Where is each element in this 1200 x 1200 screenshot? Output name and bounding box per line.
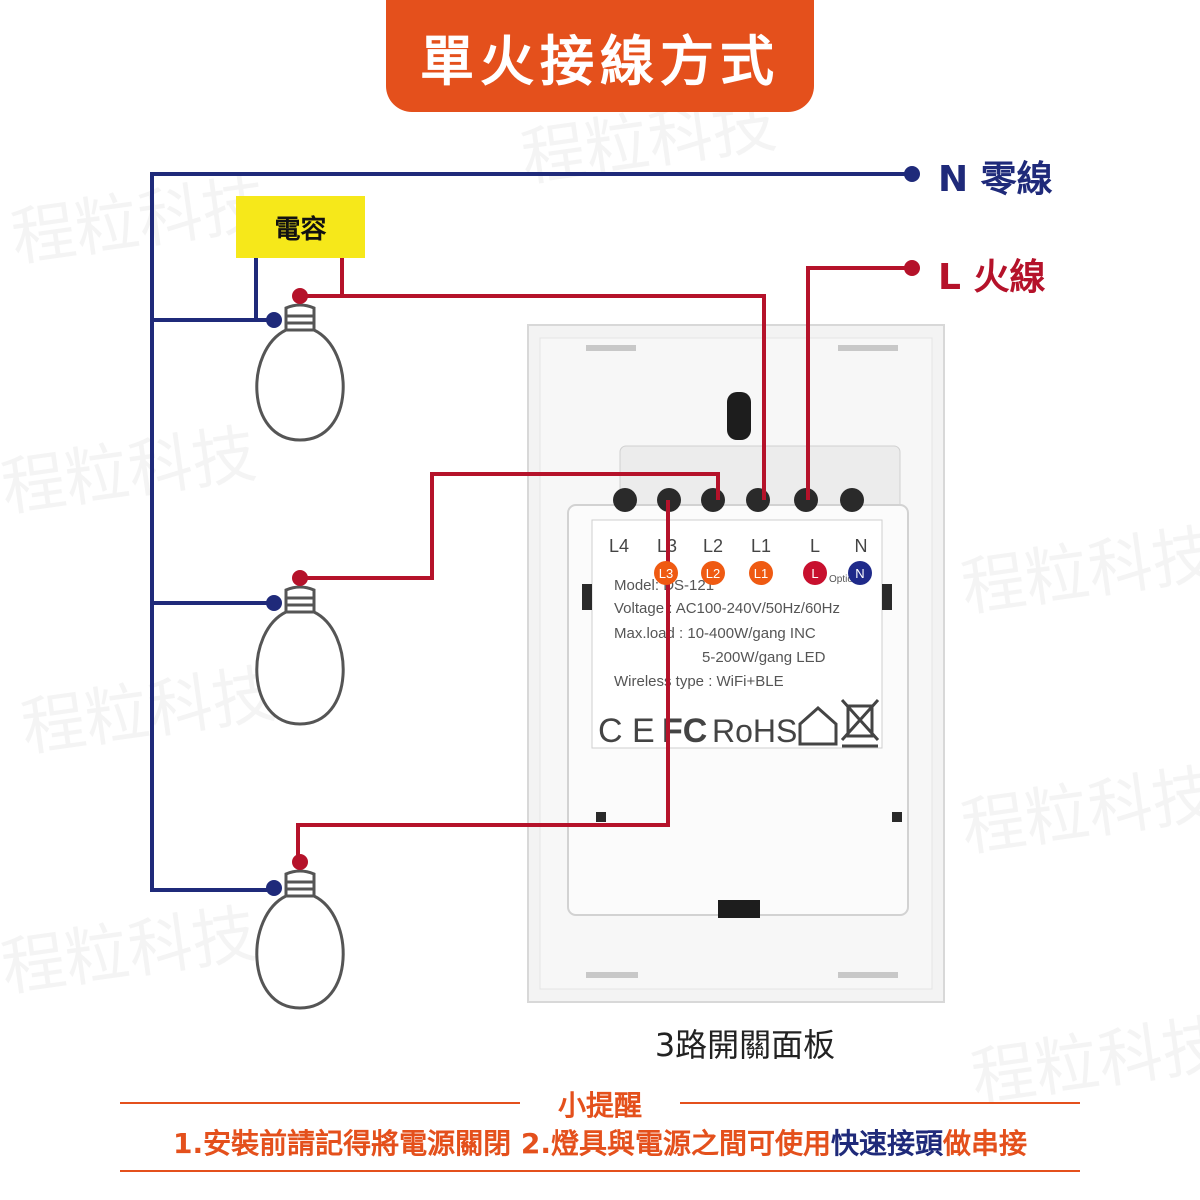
reminder-part2: 做串接 bbox=[943, 1127, 1028, 1160]
page-title: 單火接線方式 bbox=[420, 29, 780, 93]
maxload-text: Max.load : 10-400W/gang INC bbox=[614, 625, 816, 642]
ce-mark: C E bbox=[598, 712, 655, 750]
marker-l3 bbox=[654, 561, 678, 585]
marker-label: N bbox=[855, 566, 864, 581]
weee-bin-icon bbox=[840, 698, 880, 748]
wireless-text: Wireless type : WiFi+BLE bbox=[614, 673, 784, 690]
voltage-text: Voltage : AC100-240V/50Hz/60Hz bbox=[614, 600, 840, 617]
divider bbox=[680, 1102, 1080, 1104]
live-label: L 火線 bbox=[938, 257, 1046, 298]
marker-n bbox=[848, 561, 872, 585]
marker-label: L bbox=[811, 566, 818, 581]
neutral-endpoint-dot bbox=[904, 166, 920, 182]
certification-marks: C E FC RoHS bbox=[598, 698, 880, 750]
marker-l2 bbox=[701, 561, 725, 585]
marker-label: L2 bbox=[706, 566, 720, 581]
bulb-3 bbox=[255, 854, 345, 1010]
capacitor-label: 電容 bbox=[274, 214, 327, 245]
neutral-label: N 零線 bbox=[938, 159, 1053, 200]
live-endpoint-dot bbox=[904, 260, 920, 276]
terminal-label: L4 bbox=[609, 536, 629, 556]
reminder-highlight: 快速接頭 bbox=[830, 1127, 943, 1160]
switch-panel: L4 L3 L2 L1 L N Model: DS-121 Option Vol… bbox=[527, 324, 945, 1003]
title-banner: 單火接線方式 bbox=[386, 0, 814, 112]
divider bbox=[120, 1102, 520, 1104]
divider bbox=[120, 1170, 1080, 1172]
neutral-wires bbox=[150, 172, 910, 892]
marker-label: L3 bbox=[659, 566, 673, 581]
reminder-title: 小提醒 bbox=[557, 1089, 642, 1122]
capacitor-box: 電容 bbox=[236, 196, 365, 258]
panel-caption: 3路開關面板 bbox=[654, 1026, 836, 1064]
terminal-label: L1 bbox=[751, 536, 771, 556]
bulb-2 bbox=[255, 570, 345, 726]
maxload-text-led: 5-200W/gang LED bbox=[702, 649, 826, 666]
house-icon bbox=[798, 705, 838, 746]
terminal-label: L bbox=[810, 536, 820, 556]
option-text: Option bbox=[829, 574, 858, 585]
marker-l1 bbox=[749, 561, 773, 585]
reminder-part1: 1.安裝前請記得將電源關閉 2.燈具與電源之間可使用 bbox=[172, 1127, 831, 1160]
terminal-label: L2 bbox=[703, 536, 723, 556]
marker-l bbox=[803, 561, 827, 585]
reminder-text: 1.安裝前請記得將電源關閉 2.燈具與電源之間可使用快速接頭做串接 bbox=[0, 1122, 1200, 1162]
marker-label: L1 bbox=[754, 566, 768, 581]
rohs-mark: RoHS bbox=[712, 713, 797, 749]
model-text: Model: DS-121 bbox=[614, 577, 714, 594]
bulb-1 bbox=[255, 288, 345, 442]
terminal-label: N bbox=[855, 536, 868, 556]
live-wires bbox=[296, 258, 910, 862]
